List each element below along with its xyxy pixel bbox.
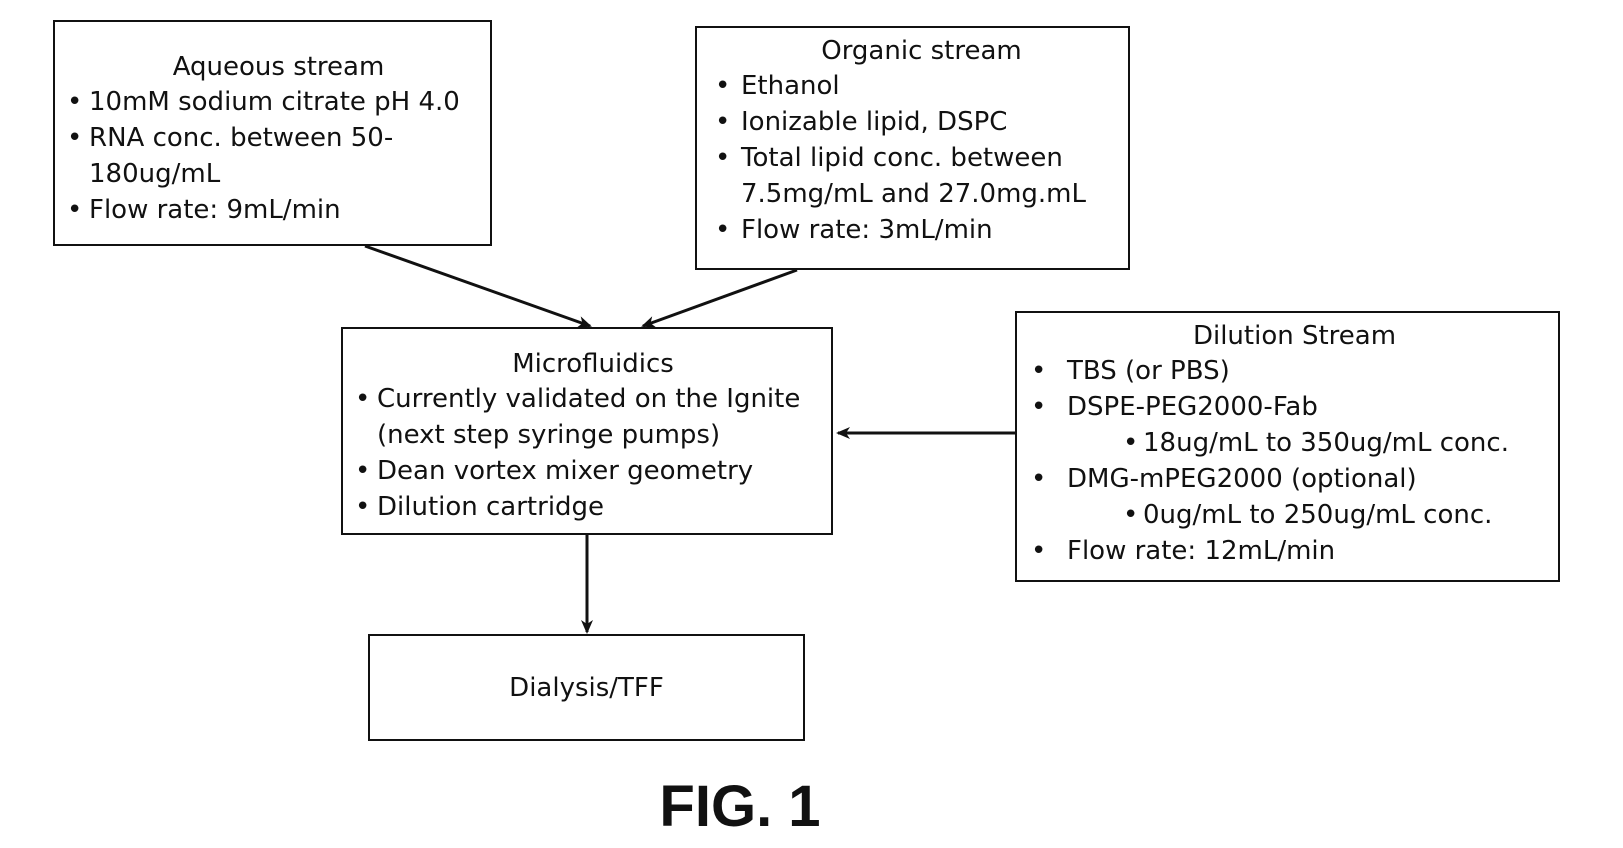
organic-item: Ionizable lipid, DSPC [715,104,1128,140]
aqueous-item: 10mM sodium citrate pH 4.0 [67,84,490,120]
microfluidics-item: Currently validated on the Ignite [355,381,831,417]
dilution-item: DSPE-PEG2000-Fab [1031,389,1558,425]
dilution-item: Flow rate: 12mL/min [1031,533,1558,569]
organic-stream-title: Organic stream [715,34,1128,68]
dilution-stream-box: Dilution Stream TBS (or PBS) DSPE-PEG200… [1015,311,1560,582]
microfluidics-list: Currently validated on the Ignite (next … [355,381,831,525]
dialysis-tff-box: Dialysis/TFF [368,634,805,741]
dilution-stream-title: Dilution Stream [1031,319,1558,353]
microfluidics-item-continued: (next step syringe pumps) [355,417,831,453]
dilution-stream-list: TBS (or PBS) DSPE-PEG2000-Fab 18ug/mL to… [1031,353,1558,569]
organic-item-continued: 7.5mg/mL and 27.0mg.mL [715,176,1128,212]
organic-stream-list: Ethanol Ionizable lipid, DSPC Total lipi… [715,68,1128,248]
aqueous-item-continued: 180ug/mL [67,156,490,192]
microfluidics-box: Microfluidics Currently validated on the… [341,327,833,535]
microfluidics-title: Microfluidics [355,347,831,381]
dilution-item: TBS (or PBS) [1031,353,1558,389]
dilution-subitem: 18ug/mL to 350ug/mL conc. [1031,425,1558,461]
arrow-organic-to-microfluidics [643,270,797,326]
microfluidics-item: Dean vortex mixer geometry [355,453,831,489]
arrow-aqueous-to-microfluidics [365,246,590,326]
organic-item: Total lipid conc. between [715,140,1128,176]
aqueous-stream-list: 10mM sodium citrate pH 4.0 RNA conc. bet… [67,84,490,228]
aqueous-item: Flow rate: 9mL/min [67,192,490,228]
aqueous-stream-box: Aqueous stream 10mM sodium citrate pH 4.… [53,20,492,246]
figure-label: FIG. 1 [0,775,1480,839]
dilution-item: DMG-mPEG2000 (optional) [1031,461,1558,497]
organic-stream-box: Organic stream Ethanol Ionizable lipid, … [695,26,1130,270]
aqueous-stream-title: Aqueous stream [67,50,490,84]
dilution-subitem: 0ug/mL to 250ug/mL conc. [1031,497,1558,533]
microfluidics-item: Dilution cartridge [355,489,831,525]
organic-item: Flow rate: 3mL/min [715,212,1128,248]
organic-item: Ethanol [715,68,1128,104]
dialysis-tff-label: Dialysis/TFF [370,636,803,739]
aqueous-item: RNA conc. between 50- [67,120,490,156]
